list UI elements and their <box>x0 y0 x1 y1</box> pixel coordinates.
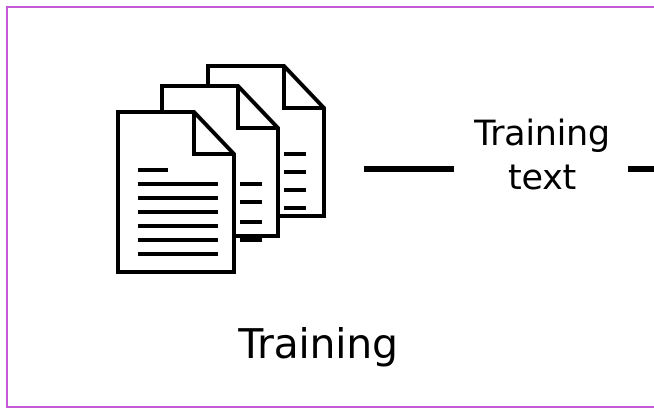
diagram-frame <box>6 6 654 408</box>
training-text-line-1: Training <box>474 114 610 154</box>
right-connector-line <box>628 166 654 172</box>
training-text-line-2: text <box>508 158 576 198</box>
document-front-icon <box>116 110 236 274</box>
left-connector-line <box>364 166 454 172</box>
training-text-node: Training text <box>452 112 632 200</box>
documents-stack-icon <box>116 64 326 274</box>
training-section-label: Training <box>238 320 398 368</box>
